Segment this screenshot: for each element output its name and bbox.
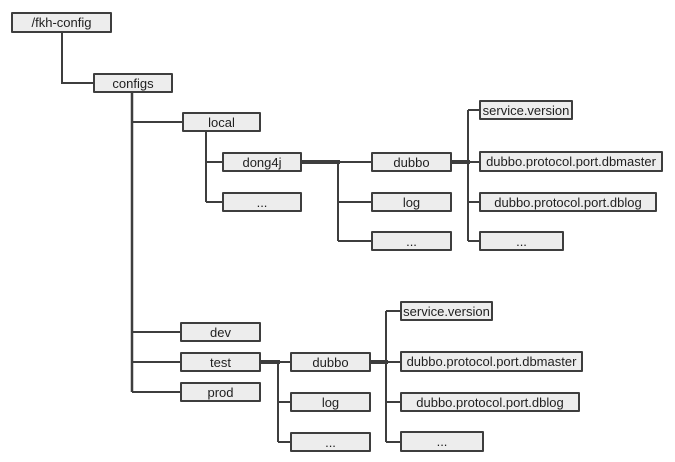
node-local: local xyxy=(182,112,261,132)
node-dbmaster-bottom: dubbo.protocol.port.dbmaster xyxy=(400,351,583,372)
node-dev: dev xyxy=(180,322,261,342)
node-dblog-top: dubbo.protocol.port.dblog xyxy=(479,192,657,212)
node-dubbo-bottom: dubbo xyxy=(290,352,371,372)
node-service-version-bottom: service.version xyxy=(400,301,493,321)
edge-root-configs xyxy=(61,33,93,84)
node-test: test xyxy=(180,352,261,372)
node-dubbo-top-more: ... xyxy=(479,231,564,251)
node-service-version-top: service.version xyxy=(479,100,573,120)
node-prod: prod xyxy=(180,382,261,402)
node-local-more: ... xyxy=(222,192,302,212)
node-test-more: ... xyxy=(290,432,371,452)
node-dubbo-bottom-more: ... xyxy=(400,431,484,452)
node-dubbo-top: dubbo xyxy=(371,152,452,172)
node-dong4j: dong4j xyxy=(222,152,302,172)
node-log-bottom: log xyxy=(290,392,371,412)
node-dblog-bottom: dubbo.protocol.port.dblog xyxy=(400,392,580,412)
node-dbmaster-top: dubbo.protocol.port.dbmaster xyxy=(479,151,663,172)
node-dong4j-more: ... xyxy=(371,231,452,251)
node-configs: configs xyxy=(93,73,173,93)
node-fkh-config: /fkh-config xyxy=(11,12,112,33)
node-log-top: log xyxy=(371,192,452,212)
